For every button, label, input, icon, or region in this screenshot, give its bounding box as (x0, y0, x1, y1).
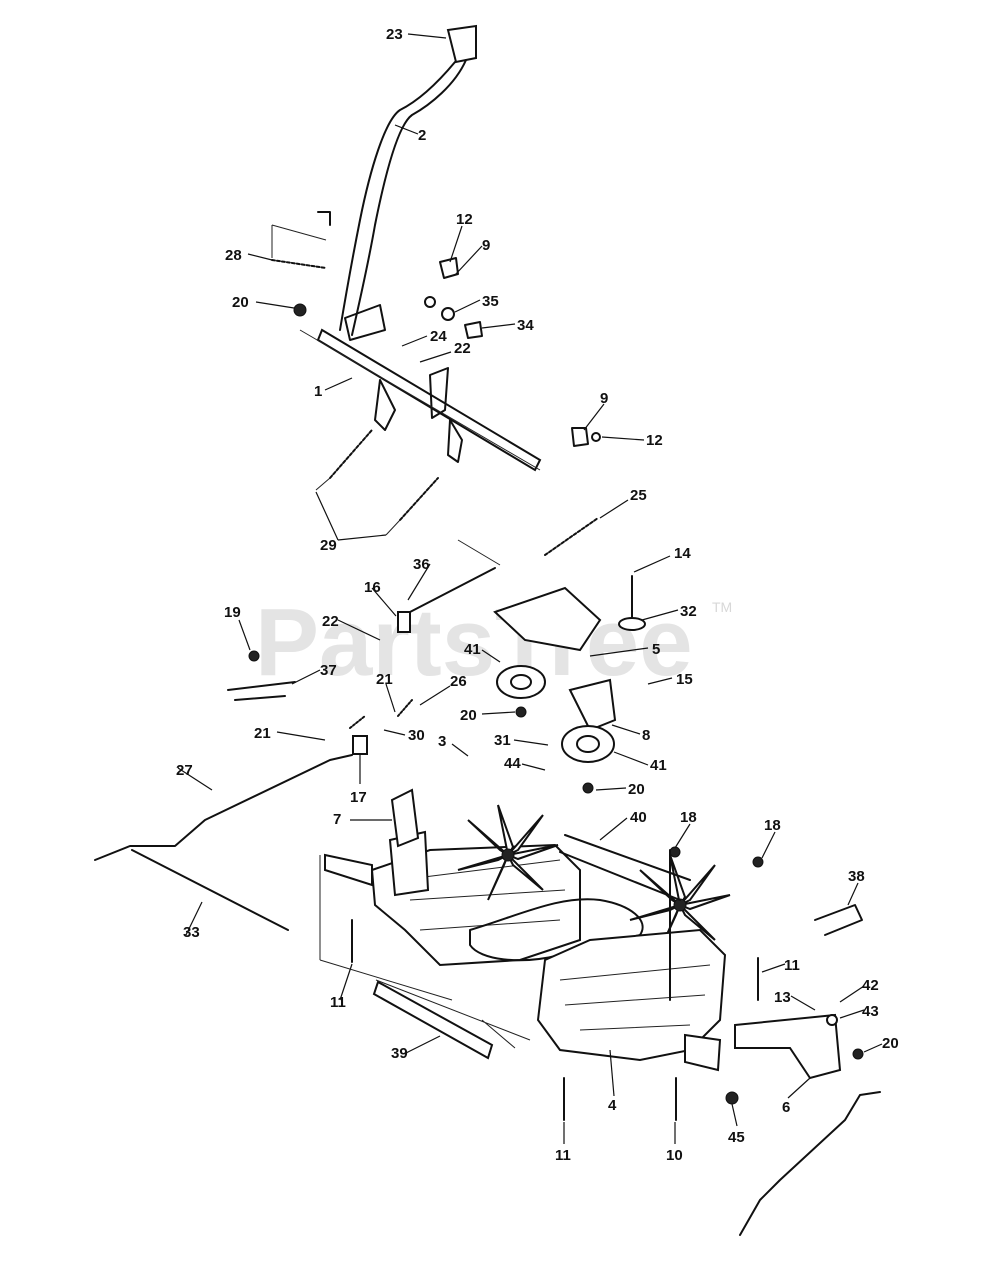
callout-21: 21 (376, 671, 393, 688)
callout-20: 20 (232, 294, 249, 311)
callout-22: 22 (454, 340, 471, 357)
callout-10: 10 (666, 1147, 683, 1164)
callout-13: 13 (774, 989, 791, 1006)
callout-12-lower: 12 (646, 432, 663, 449)
leader-guides (299, 329, 541, 1049)
callout-6: 6 (782, 1099, 790, 1116)
transmission-right (536, 928, 727, 1072)
callout-45: 45 (728, 1129, 745, 1146)
callout-33: 33 (183, 924, 200, 941)
callout-11-right: 11 (784, 957, 800, 974)
callout-11: 11 (330, 994, 346, 1011)
callout-25: 25 (630, 487, 647, 504)
clamp-9-12 (293, 257, 601, 447)
callout-41-lower: 41 (650, 757, 667, 774)
callout-24: 24 (430, 328, 447, 345)
callout-5: 5 (652, 641, 660, 658)
callout-32: 32 (680, 603, 697, 620)
callout-20-right: 20 (882, 1035, 899, 1052)
callout-4: 4 (608, 1097, 617, 1114)
callout-2: 2 (418, 127, 426, 144)
callout-44: 44 (504, 755, 521, 772)
callout-9-lower: 9 (600, 390, 608, 407)
callout-43: 43 (862, 1003, 879, 1020)
springs-29 (315, 429, 439, 536)
bolts (351, 849, 759, 1121)
drive-belt (469, 898, 644, 962)
watermark: PartsTree (255, 589, 693, 696)
callout-7: 7 (333, 811, 341, 828)
callout-17: 17 (350, 789, 367, 806)
linkages (94, 681, 413, 931)
control-lever (317, 24, 477, 336)
shaft-1 (316, 304, 542, 472)
callout-28: 28 (225, 247, 242, 264)
callout-12: 12 (456, 211, 473, 228)
callout-3: 3 (438, 733, 446, 750)
callout-18-right: 18 (764, 817, 781, 834)
lever-grip-23 (446, 24, 477, 64)
callout-14: 14 (674, 545, 691, 562)
callout-31: 31 (494, 732, 511, 749)
idler-assembly (248, 517, 646, 794)
callout-21-lower: 21 (254, 725, 271, 742)
callout-38: 38 (848, 868, 865, 885)
callout-8: 8 (642, 727, 650, 744)
callout-19: 19 (224, 604, 241, 621)
callout-labels: 23 2 12 9 28 20 35 34 24 22 1 9 12 25 29… (176, 26, 899, 1164)
callout-23: 23 (386, 26, 403, 43)
callout-40: 40 (630, 809, 647, 826)
callout-20-pulley: 20 (460, 707, 477, 724)
callout-37: 37 (320, 662, 337, 679)
callout-34: 34 (517, 317, 534, 334)
callout-27: 27 (176, 762, 193, 779)
callout-15: 15 (676, 671, 693, 688)
leader-lines (177, 33, 883, 1144)
callout-1: 1 (314, 383, 322, 400)
callout-20-mid: 20 (628, 781, 645, 798)
callout-26: 26 (450, 673, 467, 690)
callout-39: 39 (391, 1045, 408, 1062)
callout-35: 35 (482, 293, 499, 310)
callout-11-bottom: 11 (555, 1147, 571, 1164)
tube-and-bracket (372, 788, 494, 1060)
transmission-left (324, 830, 581, 967)
callout-42: 42 (862, 977, 879, 994)
callout-9: 9 (482, 237, 490, 254)
spring-28 (271, 224, 327, 269)
callout-30: 30 (408, 727, 425, 744)
callout-41: 41 (464, 641, 481, 658)
callout-18: 18 (680, 809, 697, 826)
watermark-trademark: TM (712, 599, 732, 615)
right-hardware (669, 846, 881, 1236)
callout-36: 36 (413, 556, 430, 573)
callout-22-lower: 22 (322, 613, 339, 630)
callout-16: 16 (364, 579, 381, 596)
callout-29: 29 (320, 537, 337, 554)
